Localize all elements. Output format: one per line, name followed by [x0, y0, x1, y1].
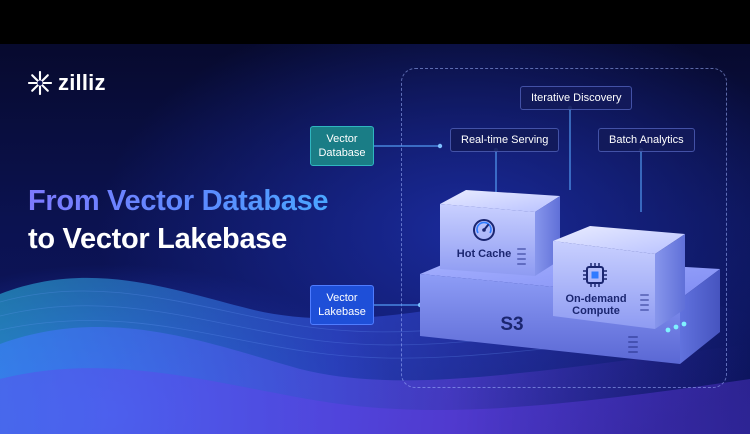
hero-banner: zilliz From Vector Database to Vector La… [0, 44, 750, 434]
headline-line-2: Vector Lakebase [62, 223, 288, 255]
on-demand-compute-block [553, 226, 685, 329]
realtime-serving-pill: Real-time Serving [450, 128, 560, 152]
lakebase-boundary-frame [401, 68, 727, 388]
headline-line-1: From Vector Database [28, 182, 329, 220]
s3-label: S3 [500, 314, 524, 335]
brand-name: zilliz [58, 70, 106, 95]
hot-cache-block [440, 190, 560, 276]
on-demand-compute-label-line-2: Compute [572, 305, 620, 317]
cpu-chip-icon [583, 263, 607, 287]
vector-database-tag-text: Vector Database [318, 133, 366, 159]
iterative-discovery-pill: Iterative Discovery [520, 86, 633, 110]
vector-lakebase-tag: Vector Lakebase [310, 285, 374, 325]
speedometer-icon [473, 219, 495, 241]
on-demand-compute-label: On-demand Compute [556, 293, 636, 317]
headline: From Vector Database to Vector Lakebase [28, 182, 329, 258]
snowflake-star-icon [28, 71, 52, 95]
vector-lakebase-tag-text: Vector Lakebase [318, 292, 366, 318]
architecture-diagram [372, 105, 720, 364]
top-black-band [0, 0, 750, 44]
on-demand-compute-label-line-1: On-demand [565, 293, 627, 305]
batch-analytics-pill: Batch Analytics [598, 128, 695, 152]
vector-database-tag: Vector Database [310, 126, 374, 166]
hot-cache-label: Hot Cache [456, 248, 512, 260]
headline-prefix: to [28, 223, 55, 255]
brand-logo: zilliz [28, 70, 106, 96]
